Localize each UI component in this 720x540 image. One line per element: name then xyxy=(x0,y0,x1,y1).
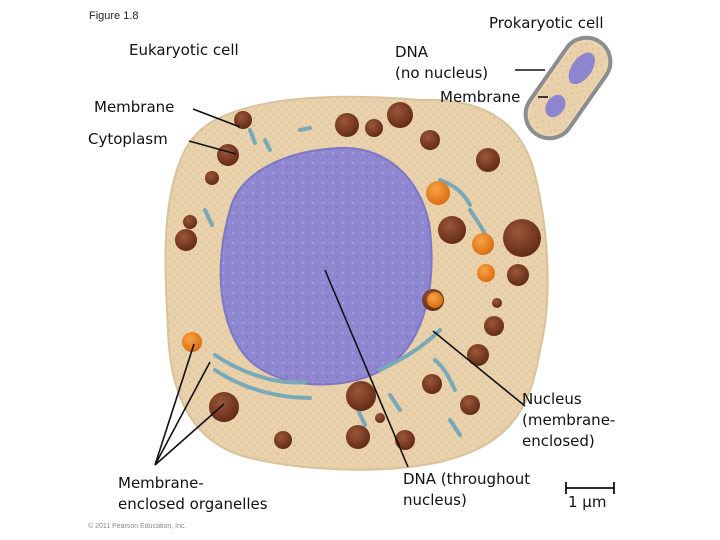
orange-organelles xyxy=(182,181,495,352)
eukaryotic-title: Eukaryotic cell xyxy=(129,41,239,59)
nucleus-shape xyxy=(219,146,433,386)
endoplasmic-reticulum xyxy=(203,126,492,437)
membrane-euk-label: Membrane xyxy=(94,98,175,116)
organelles-label: Membrane- enclosed organelles xyxy=(118,474,268,513)
copyright: © 2011 Pearson Education, Inc. xyxy=(88,523,187,530)
nucleus-label: Nucleus (membrane- enclosed) xyxy=(522,390,616,450)
dna-prok-label: DNA (no nucleus) xyxy=(395,43,489,82)
scale-bar xyxy=(565,482,615,494)
leader-lines xyxy=(154,69,548,468)
prokaryotic-cell-shape xyxy=(523,35,613,141)
scale-label: 1 μm xyxy=(568,493,607,511)
prokaryotic-title: Prokaryotic cell xyxy=(489,14,604,32)
cytoplasm-label: Cytoplasm xyxy=(88,130,168,148)
figure-number: Figure 1.8 xyxy=(89,10,139,22)
membrane-prok-label: Membrane xyxy=(440,88,521,106)
dna-euk-label: DNA (throughout nucleus) xyxy=(403,470,531,509)
mitochondria xyxy=(175,102,541,450)
